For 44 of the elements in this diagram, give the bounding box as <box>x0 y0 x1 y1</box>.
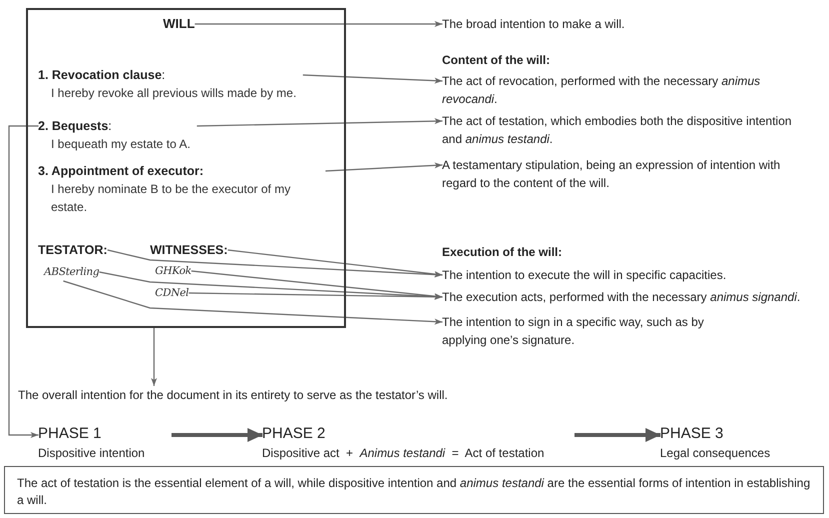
arrow <box>191 270 443 300</box>
explanation-text: The overall intention for the document in its entirety to serve as the testator’s will. <box>18 387 449 404</box>
arrow <box>194 21 442 27</box>
clause-heading: 1. Revocation clause: <box>38 67 166 84</box>
explanation-text: The intention to sign in a specific way, such as by applying one’s signature. <box>442 314 705 349</box>
phase-arrow <box>574 428 660 442</box>
signature: GHKok <box>155 264 192 279</box>
phase-description: Legal consequences <box>660 445 770 462</box>
clause-text: I bequeath my estate to A. <box>51 136 190 153</box>
signature-label: WITNESSES: <box>150 242 228 259</box>
signature: ABSterling <box>44 265 100 280</box>
arrow <box>107 249 443 278</box>
summary-text: The act of testation is the essential element of a will, while dispositive intention and animus testandi are the essential forms of intention in establishing a will. <box>17 475 811 509</box>
section-heading: Content of the will: <box>442 52 550 69</box>
phase-arrow <box>172 428 262 442</box>
arrow <box>63 280 443 325</box>
explanation-text: A testamentary stipulation, being an expression of intention with regard to the content of the will. <box>442 157 782 192</box>
arrow <box>325 162 443 172</box>
summary-box <box>4 466 824 514</box>
section-heading: Execution of the will: <box>442 244 562 261</box>
clause-heading: 2. Bequests: <box>38 118 112 135</box>
will-title: WILL <box>163 15 195 33</box>
phase-heading: PHASE 2 <box>262 424 326 444</box>
phase-heading: PHASE 1 <box>38 424 102 444</box>
arrow <box>302 74 443 84</box>
explanation-text: The broad intention to make a will. <box>442 16 625 33</box>
explanation-text: The act of revocation, performed with the necessary animus revocandi. <box>442 73 762 108</box>
phase-description: Dispositive intention <box>38 445 146 462</box>
arrow <box>151 328 157 386</box>
clause-text: I hereby revoke all previous wills made by me. <box>51 85 296 102</box>
phase-heading: PHASE 3 <box>660 424 724 444</box>
clause-text: I hereby nominate B to be the executor of my estate. <box>51 181 292 216</box>
clause-heading: 3. Appointment of executor: <box>38 163 204 180</box>
signature-label: TESTATOR: <box>38 242 108 259</box>
arrow <box>228 249 443 278</box>
phase-description: Dispositive act + Animus testandi = Act of testation <box>262 445 546 462</box>
will-document-box <box>26 8 346 328</box>
arrow <box>8 125 38 438</box>
signature: CDNel <box>155 286 189 301</box>
explanation-text: The act of testation, which embodies both the dispositive intention and animus testandi. <box>442 113 793 148</box>
explanation-text: The execution acts, performed with the necessary animus signandi. <box>442 289 802 306</box>
arrow <box>188 292 442 300</box>
explanation-text: The intention to execute the will in specific capacities. <box>442 267 726 284</box>
arrow <box>196 118 443 127</box>
